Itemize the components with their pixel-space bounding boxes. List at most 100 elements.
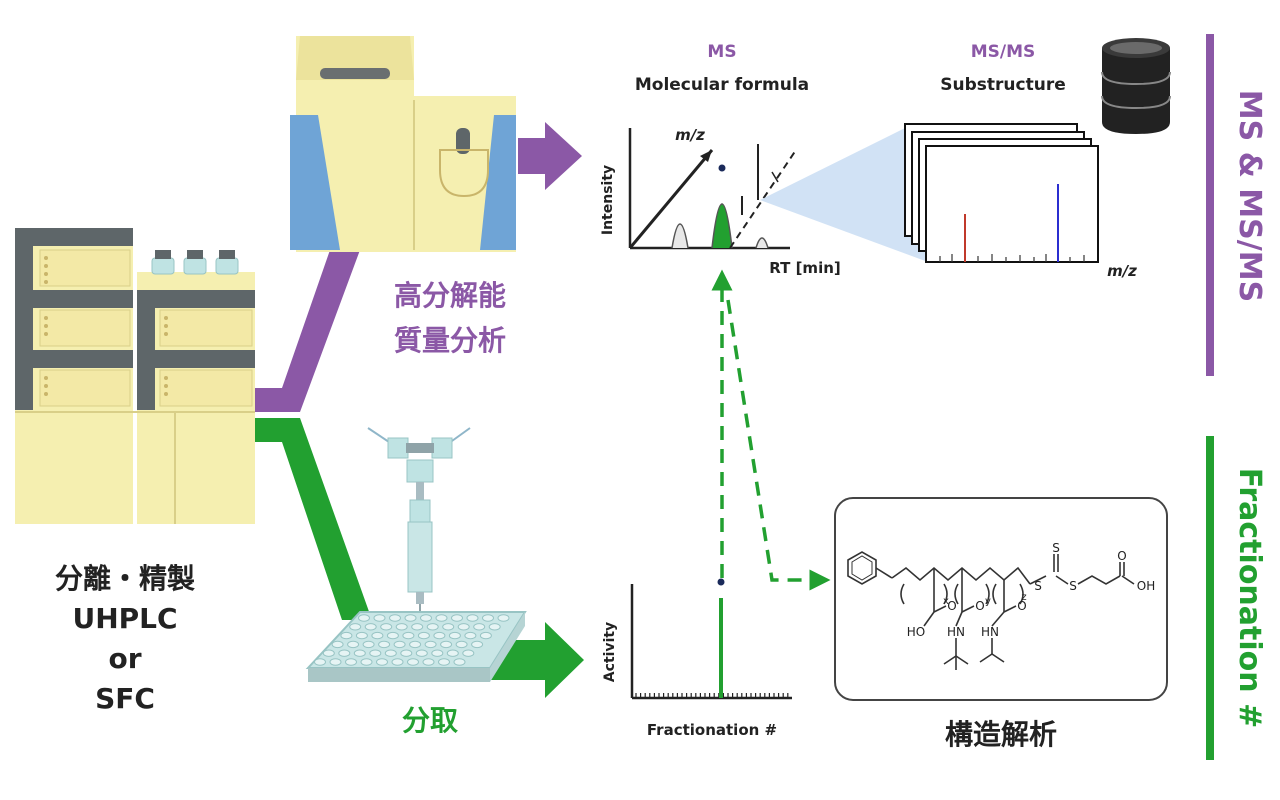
well xyxy=(353,649,366,657)
activity-x-label: Fractionation # xyxy=(647,721,777,739)
atom-s-right: S xyxy=(1069,579,1077,593)
well xyxy=(395,623,408,631)
well xyxy=(438,658,450,666)
msms-spectra-stack xyxy=(904,123,1099,263)
msms-subtitle: Substructure xyxy=(940,75,1065,95)
well xyxy=(471,640,484,649)
msms-x-label: m/z xyxy=(1107,262,1137,280)
well xyxy=(446,649,459,657)
well xyxy=(391,658,404,666)
ms-dashed-diag xyxy=(729,149,797,249)
side-label-msms: MS & MS/MS xyxy=(1232,90,1267,302)
atom-hn2: HN xyxy=(981,625,999,639)
atom-oh-acid: OH xyxy=(1137,579,1155,593)
label-or: or xyxy=(108,642,141,675)
label-sfc: SFC xyxy=(95,682,155,715)
ms-title: MS xyxy=(707,42,736,62)
structure-panel: S S S O OH HO O O O HN HN x y z 構造解析 xyxy=(834,497,1168,751)
well xyxy=(314,658,326,666)
side-label-fractionation: Fractionation # xyxy=(1232,468,1267,728)
well xyxy=(384,649,397,657)
atom-s-top: S xyxy=(1052,541,1060,555)
well xyxy=(349,623,362,631)
label-uhplc: UHPLC xyxy=(72,602,177,635)
well xyxy=(369,649,382,657)
msms-title: MS/MS xyxy=(971,42,1036,62)
ms-x-label: RT [min] xyxy=(769,259,841,277)
well xyxy=(420,614,432,622)
peak-3 xyxy=(755,237,769,249)
well xyxy=(415,649,428,657)
well xyxy=(360,658,373,666)
ms-diag-axis xyxy=(628,149,714,249)
well xyxy=(482,614,494,622)
chemical-structure xyxy=(847,551,1135,670)
purple-arrow xyxy=(518,122,582,190)
well xyxy=(402,631,415,640)
well xyxy=(376,658,388,666)
activity-marker xyxy=(717,578,725,586)
well-plate xyxy=(305,611,527,682)
well xyxy=(488,623,501,631)
well xyxy=(433,631,446,640)
well xyxy=(411,623,424,631)
activity-y-label: Activity xyxy=(602,622,618,682)
peak-1 xyxy=(671,223,689,249)
ms-diag-label: m/z xyxy=(675,126,705,144)
well xyxy=(464,631,477,640)
subscript-x: x xyxy=(943,596,949,607)
green-flow-band xyxy=(255,418,372,620)
peak-main xyxy=(711,203,733,249)
label-hrms-1: 高分解能 xyxy=(394,279,506,312)
well xyxy=(407,658,419,666)
well xyxy=(331,640,344,649)
well xyxy=(373,614,386,622)
database-icon xyxy=(1101,38,1171,134)
well xyxy=(386,631,399,640)
well xyxy=(380,623,393,631)
well xyxy=(378,640,391,649)
well xyxy=(479,631,492,640)
well xyxy=(340,631,353,640)
well xyxy=(393,640,406,649)
atom-hn1: HN xyxy=(947,625,965,639)
ms-marker xyxy=(718,164,726,172)
label-hrms-2: 質量分析 xyxy=(394,324,506,357)
atom-s-left: S xyxy=(1034,579,1042,593)
well xyxy=(422,658,435,666)
ms-chart: MS Molecular formula MS/MS Substructure … xyxy=(600,42,1137,280)
well xyxy=(404,614,417,622)
well xyxy=(347,640,360,649)
well xyxy=(440,640,453,649)
purple-flow-band xyxy=(255,250,360,412)
well xyxy=(455,640,468,649)
well xyxy=(400,649,413,657)
well xyxy=(426,623,439,631)
well xyxy=(329,658,342,666)
well xyxy=(448,631,461,640)
well xyxy=(389,614,401,622)
separation-label: 分離・精製 UHPLC or SFC xyxy=(55,562,195,715)
atom-ho: HO xyxy=(907,625,925,639)
atom-o1: O xyxy=(947,599,956,613)
atom-o3: O xyxy=(1017,599,1026,613)
hplc-instrument xyxy=(15,228,255,524)
well xyxy=(457,623,470,631)
dashed-arrow-right xyxy=(726,299,831,591)
well xyxy=(358,614,370,622)
well xyxy=(338,649,351,657)
label-separation: 分離・精製 xyxy=(55,562,195,595)
well xyxy=(417,631,430,640)
well xyxy=(453,658,466,666)
label-fractionation: 分取 xyxy=(402,704,458,737)
mass-spectrometer xyxy=(290,36,516,252)
well xyxy=(435,614,448,622)
well xyxy=(355,631,368,640)
subscript-y: y xyxy=(985,596,991,607)
subscript-z: z xyxy=(1021,592,1026,603)
ms-y-label: Intensity xyxy=(600,165,616,235)
structure-caption: 構造解析 xyxy=(945,718,1057,751)
fraction-collector xyxy=(367,427,471,618)
well xyxy=(442,623,455,631)
